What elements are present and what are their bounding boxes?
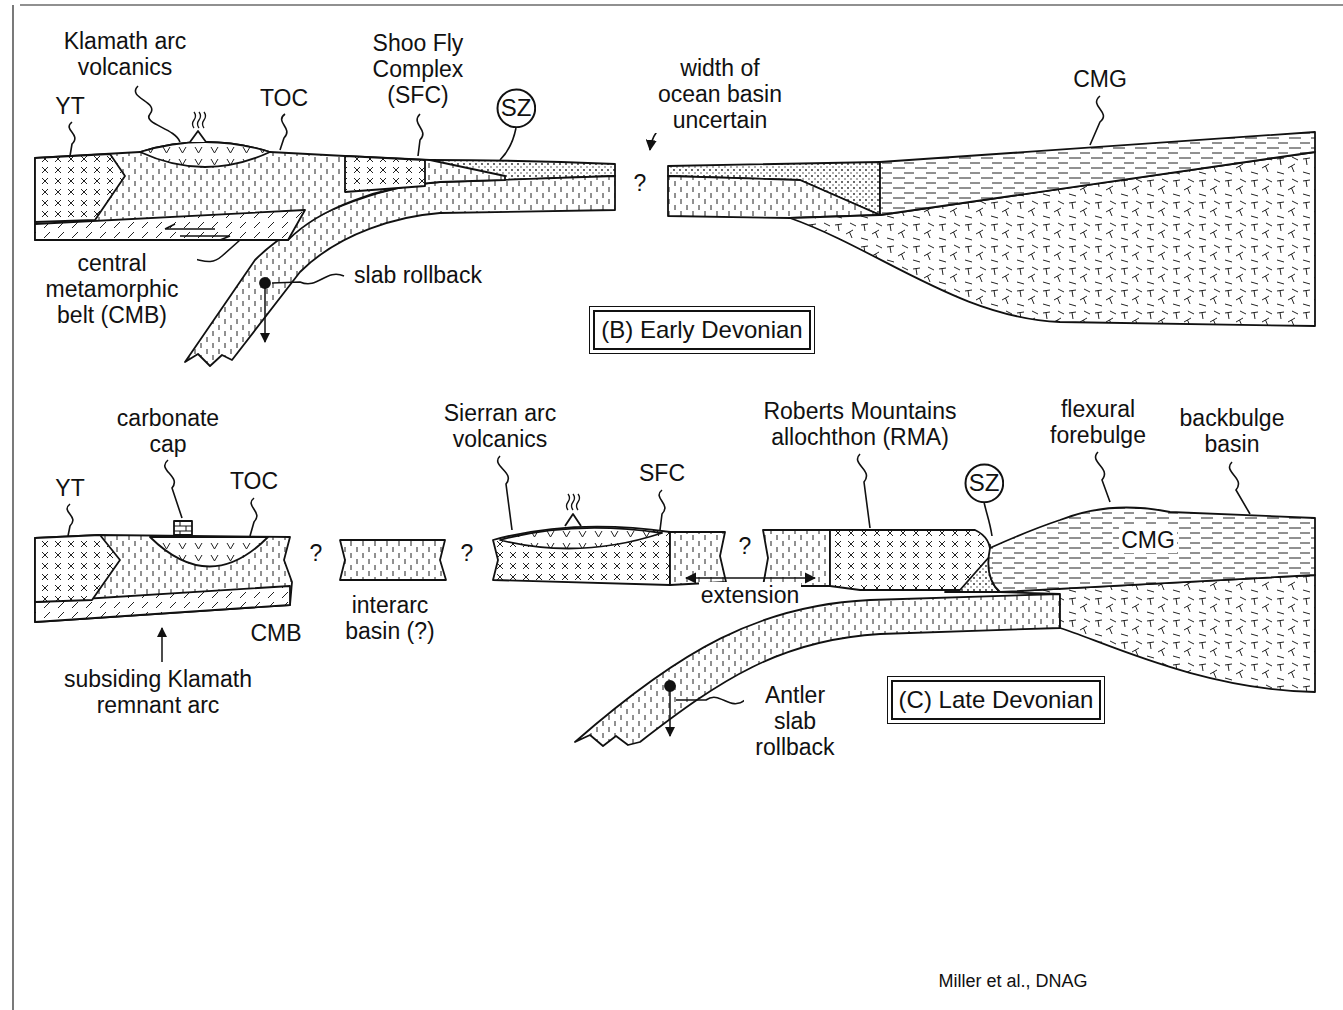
leader-line [659,490,665,530]
leader-line [1090,96,1103,145]
page-frame [13,5,1343,1010]
annotation-label: Miller et al., DNAG [936,970,1089,992]
panel-b [35,112,1315,366]
annotation-label: YT [53,475,86,501]
leader-line [250,498,257,536]
annotation-label: width of ocean basin uncertain [650,55,790,133]
annotation-label: Klamath arc volcanics [43,28,207,80]
shear-arrow [180,236,230,240]
annotation-label: CMG [1119,527,1177,553]
cmg-wedge [988,508,1315,593]
rollback-dot [260,278,270,288]
annotation-label: central metamorphic belt (CMB) [28,250,197,328]
volcano-plume [567,494,580,510]
annotation-label: interarc basin (?) [342,592,438,644]
klamath-remnant [35,535,292,622]
upper-plate [35,142,505,240]
carbonate-cap [174,521,192,535]
volcano [190,131,206,142]
annotation-label: SFC [637,460,687,486]
leader-line [676,697,745,703]
yt-block [35,535,120,602]
rollback-arrow [264,288,266,342]
leader-line [135,86,180,142]
annotation-label: Roberts Mountains allochthon (RMA) [743,398,977,450]
annotation-label: YT [53,93,86,119]
cmg-wedge [880,132,1315,215]
leader-line [1230,462,1250,514]
shear-arrow [165,224,215,229]
panel-c [35,494,1315,746]
annotation-label: Antler slab rollback [744,682,846,760]
volcano [565,514,581,526]
annotation-label: extension [699,582,801,608]
subduction-zone-circle: SZ [964,463,1005,504]
rma-block [830,530,990,590]
arc-volcanics [500,528,662,549]
leader-line [858,454,870,528]
annotation-label: backbulge basin [1165,405,1299,457]
interarc-block [340,540,446,580]
annotation-label: subsiding Klamath remnant arc [40,666,276,718]
arc-volcanics [140,142,270,167]
leader-line [1096,452,1110,502]
annotation-label: Sierran arc volcanics [423,400,577,452]
leader-line [67,504,73,536]
leader-line [272,274,344,284]
period-title: (C) Late Devonian [899,686,1094,714]
oceanic-plate [668,176,880,218]
zone-label: SZ [969,469,1000,497]
leader-line [165,460,182,518]
rollback-arrow [669,691,671,736]
annotation-label: carbonate cap [101,405,235,457]
annotation-label: flexural forebulge [1031,396,1165,448]
annotation-label: ? [459,540,476,566]
volcano-plume [193,112,206,128]
annotation-label: TOC [228,468,280,494]
pointer-arrow [161,628,163,662]
annotation-label: ? [308,540,325,566]
annotation-label: ? [737,533,754,559]
carbonate-bricks [174,521,192,535]
annotation-label: CMG [1071,66,1129,92]
circle-outline [965,464,1003,502]
leader-line [417,114,423,156]
annotation-label: Shoo Fly Complex (SFC) [346,30,490,108]
leader-line [500,128,516,160]
leader-line [280,114,287,150]
sierran-block [493,527,670,585]
period-title: (B) Early Devonian [601,316,802,344]
annotation-label: slab rollback [352,262,484,288]
sfc-block [670,532,726,585]
annotation-label: ? [632,170,649,196]
leader-lines [67,86,1250,704]
period-box: (B) Early Devonian [593,310,810,350]
leader-line [69,122,75,156]
sfc-block [345,156,425,192]
rollback-dot [665,681,675,691]
leader-line [984,502,992,536]
period-box: (C) Late Devonian [891,680,1102,720]
subduction-zone-circle: SZ [496,88,537,129]
arc-volcanics [150,537,268,567]
circle-outline [497,89,535,127]
continental-crust [1000,575,1315,692]
yt-block [35,154,125,222]
zone-label: SZ [501,94,532,122]
annotation-label: TOC [258,85,310,111]
annotation-label: CMB [248,620,303,646]
leader-line [498,456,512,530]
extension-arrow [686,577,815,579]
